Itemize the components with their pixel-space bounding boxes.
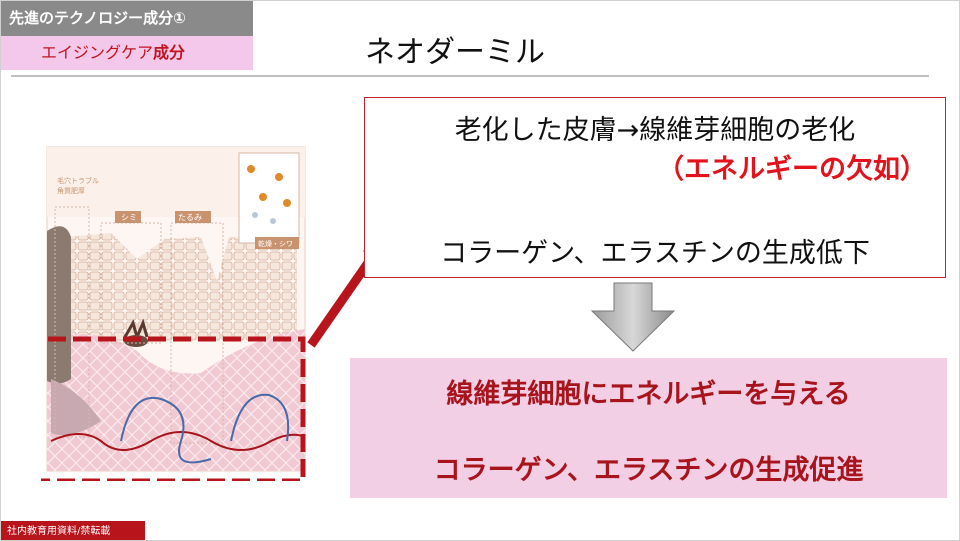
down-arrow-icon — [590, 282, 676, 352]
label-pores: 毛穴トラブル — [57, 176, 99, 185]
problem-line-aging: 老化した皮膚→線維芽細胞の老化 — [454, 115, 856, 146]
category-header: 先進のテクノロジー成分① — [1, 1, 253, 36]
confidential-footer: 社内教育用資料/禁転載 — [1, 521, 145, 540]
label-sagging: たるみ — [178, 213, 202, 222]
subtitle-emphasis: 成分 — [153, 43, 186, 62]
problem-box: 老化した皮膚→線維芽細胞の老化 （エネルギーの欠如） コラーゲン、エラスチンの生… — [364, 97, 946, 278]
solution-line-energy: 線維芽細胞にエネルギーを与える — [446, 379, 851, 410]
subtitle-label: エイジングケア成分 — [1, 36, 253, 70]
solution-line-collagen: コラーゲン、エラスチンの生成促進 — [433, 455, 864, 486]
problem-line-energy: （エネルギーの欠如） — [657, 154, 927, 185]
problem-line-collagen: コラーゲン、エラスチンの生成低下 — [440, 238, 870, 269]
page-title: ネオダーミル — [365, 35, 545, 70]
skin-illustration: 毛穴トラブル 角質肥厚 シミ たるみ 乾燥・シワ — [41, 146, 306, 481]
solution-box: 線維芽細胞にエネルギーを与える コラーゲン、エラスチンの生成促進 — [350, 358, 947, 498]
label-pores-2: 角質肥厚 — [57, 186, 85, 195]
subtitle-prefix: エイジングケア — [41, 43, 154, 62]
label-dryness: 乾燥・シワ — [258, 239, 293, 248]
label-spots: シミ — [121, 213, 137, 222]
title-divider — [11, 75, 929, 77]
